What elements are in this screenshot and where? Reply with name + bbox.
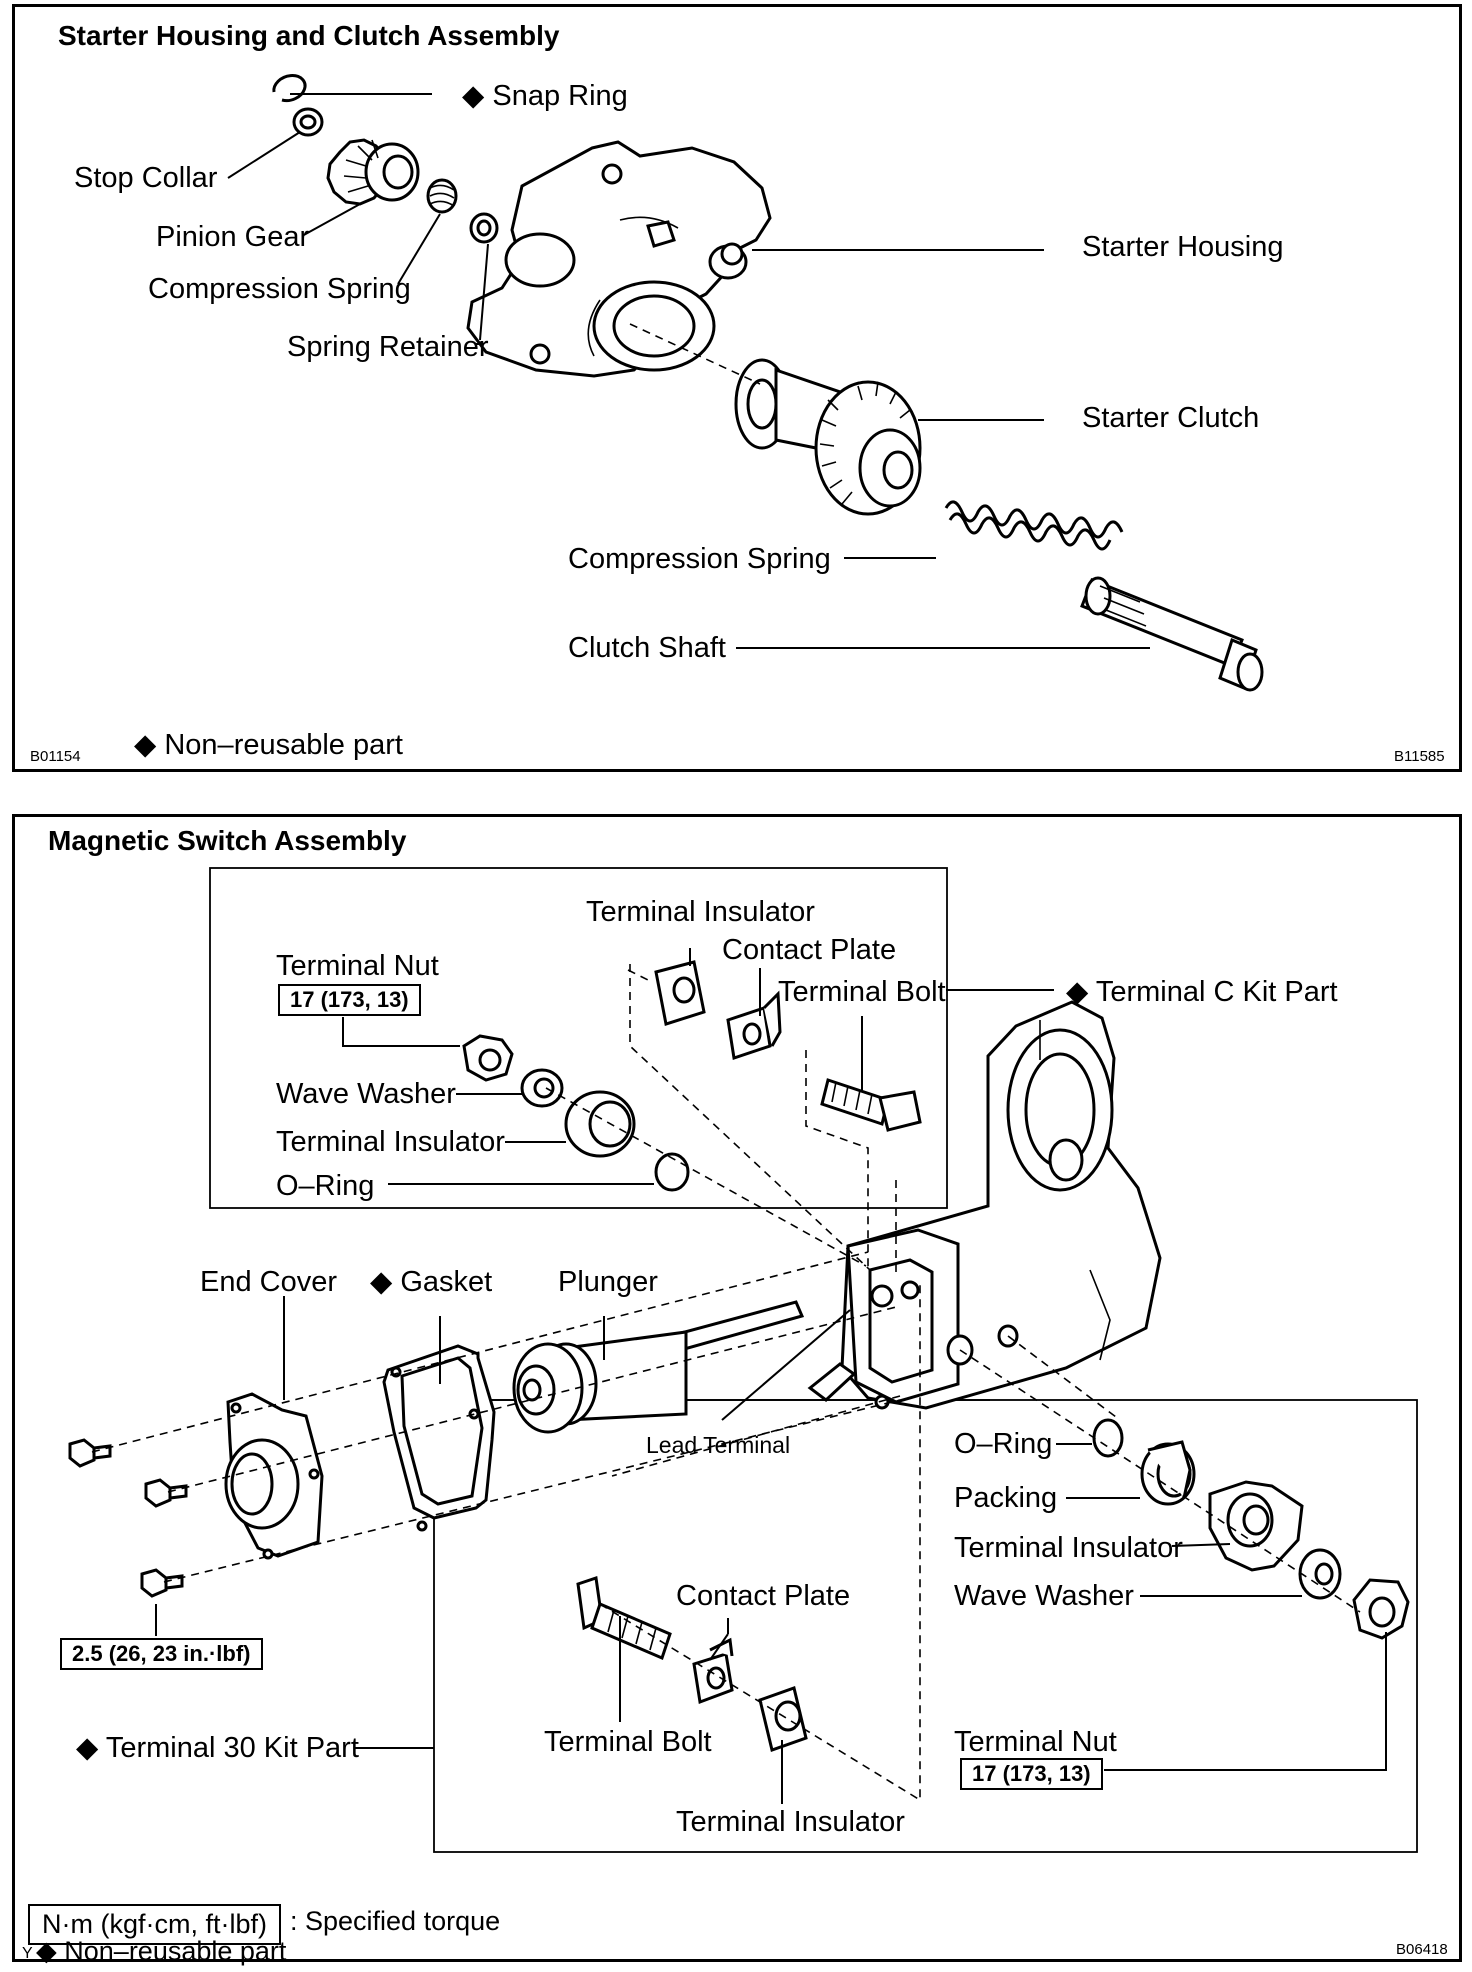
bolt-mid-left-part — [144, 1478, 188, 1508]
plunger-part — [512, 1300, 805, 1434]
starter-housing-part — [466, 140, 772, 378]
torque-nut-top-badge: 17 (173, 13) — [278, 984, 421, 1016]
wave-washer-top-label: Wave Washer — [276, 1078, 456, 1110]
end-cover-part — [224, 1392, 324, 1560]
wave-washer-top-part — [520, 1068, 564, 1108]
wave-washer-right-label: Wave Washer — [954, 1580, 1134, 1612]
lead-terminal-label: Lead Terminal — [646, 1432, 791, 1458]
terminal-insulator-mid-label: Terminal Insulator — [276, 1126, 505, 1158]
torque-unit-legend-box: N·m (kgf·cm, ft·lbf) — [28, 1904, 281, 1945]
terminal-insulator-right-part — [1208, 1480, 1304, 1572]
torque-unit-legend-text: : Specified torque — [290, 1906, 501, 1936]
terminal-nut-bottom-part — [1352, 1578, 1410, 1640]
terminal-insulator-right-label: Terminal Insulator — [954, 1532, 1183, 1564]
o-ring-top-part — [654, 1152, 690, 1192]
torque-nut-bottom-badge: 17 (173, 13) — [960, 1758, 1103, 1790]
wave-washer-right-part — [1298, 1548, 1342, 1600]
panel1-legend: ◆ Non–reusable part — [134, 729, 403, 761]
compression-spring-lower-part — [944, 500, 1124, 551]
magnetic-switch-panel — [12, 814, 1462, 1962]
gasket-part — [382, 1344, 496, 1532]
spring-retainer-part — [469, 212, 499, 244]
terminal-bolt-bottom-label: Terminal Bolt — [544, 1726, 712, 1758]
stop-collar-label: Stop Collar — [74, 162, 218, 194]
magnetic-switch-housing-part — [807, 1000, 1162, 1410]
terminal-insulator-top-part — [654, 960, 706, 1026]
contact-plate-top-label: Contact Plate — [722, 934, 897, 966]
terminal-c-kit-label: ◆ Terminal C Kit Part — [1066, 976, 1338, 1008]
packing-part — [1140, 1440, 1196, 1506]
snap-ring-label: ◆ Snap Ring — [462, 80, 628, 112]
panel1-code-left: B01154 — [30, 748, 81, 765]
terminal-insulator-bottom-label: Terminal Insulator — [676, 1806, 905, 1838]
panel1-code-right: B11585 — [1394, 748, 1445, 765]
panel1-title: Starter Housing and Clutch Assembly — [58, 20, 560, 51]
bolt-bottom-left-part — [140, 1568, 184, 1598]
stop-collar-part — [292, 107, 324, 137]
compression-spring-lower-label: Compression Spring — [568, 543, 831, 575]
terminal-c-kit-frame — [209, 867, 948, 1209]
snap-ring-part — [272, 74, 307, 103]
compression-spring-upper-label: Compression Spring — [148, 273, 411, 305]
contact-plate-top-part — [726, 990, 782, 1060]
contact-plate-bottom-label: Contact Plate — [676, 1580, 851, 1612]
terminal-insulator-mid-part — [564, 1090, 636, 1158]
terminal-bolt-top-label: Terminal Bolt — [778, 976, 946, 1008]
nonreusable-legend: ◆ Non–reusable part — [36, 1936, 287, 1966]
corner-mark: Y — [22, 1945, 33, 1962]
starter-clutch-label: Starter Clutch — [1082, 402, 1260, 434]
packing-label: Packing — [954, 1482, 1058, 1514]
terminal-nut-bottom-label: Terminal Nut — [954, 1726, 1117, 1758]
torque-bolt-badge: 2.5 (26, 23 in.·lbf) — [60, 1638, 263, 1670]
terminal-30-kit-label: ◆ Terminal 30 Kit Part — [76, 1732, 359, 1764]
spring-retainer-label: Spring Retainer — [287, 331, 489, 363]
end-cover-label: End Cover — [200, 1266, 338, 1298]
clutch-shaft-label: Clutch Shaft — [568, 632, 726, 664]
panel2-code-right: B06418 — [1396, 1941, 1448, 1958]
o-ring-right-label: O–Ring — [954, 1428, 1053, 1460]
o-ring-top-label: O–Ring — [276, 1170, 375, 1202]
terminal-nut-top-part — [462, 1034, 514, 1082]
pinion-gear-label: Pinion Gear — [156, 221, 310, 253]
clutch-shaft-part — [1080, 576, 1264, 692]
panel2-title: Magnetic Switch Assembly — [48, 825, 407, 856]
compression-spring-upper-part — [426, 178, 458, 214]
terminal-nut-top-label: Terminal Nut — [276, 950, 439, 982]
starter-housing-label: Starter Housing — [1082, 231, 1284, 263]
gasket-label: ◆ Gasket — [370, 1266, 493, 1298]
terminal-bolt-bottom-part — [576, 1576, 672, 1661]
plunger-label: Plunger — [558, 1266, 658, 1298]
terminal-insulator-top-label: Terminal Insulator — [586, 896, 815, 928]
terminal-bolt-top-part — [820, 1078, 922, 1132]
pinion-gear-part — [326, 138, 420, 206]
starter-clutch-part — [734, 358, 922, 516]
